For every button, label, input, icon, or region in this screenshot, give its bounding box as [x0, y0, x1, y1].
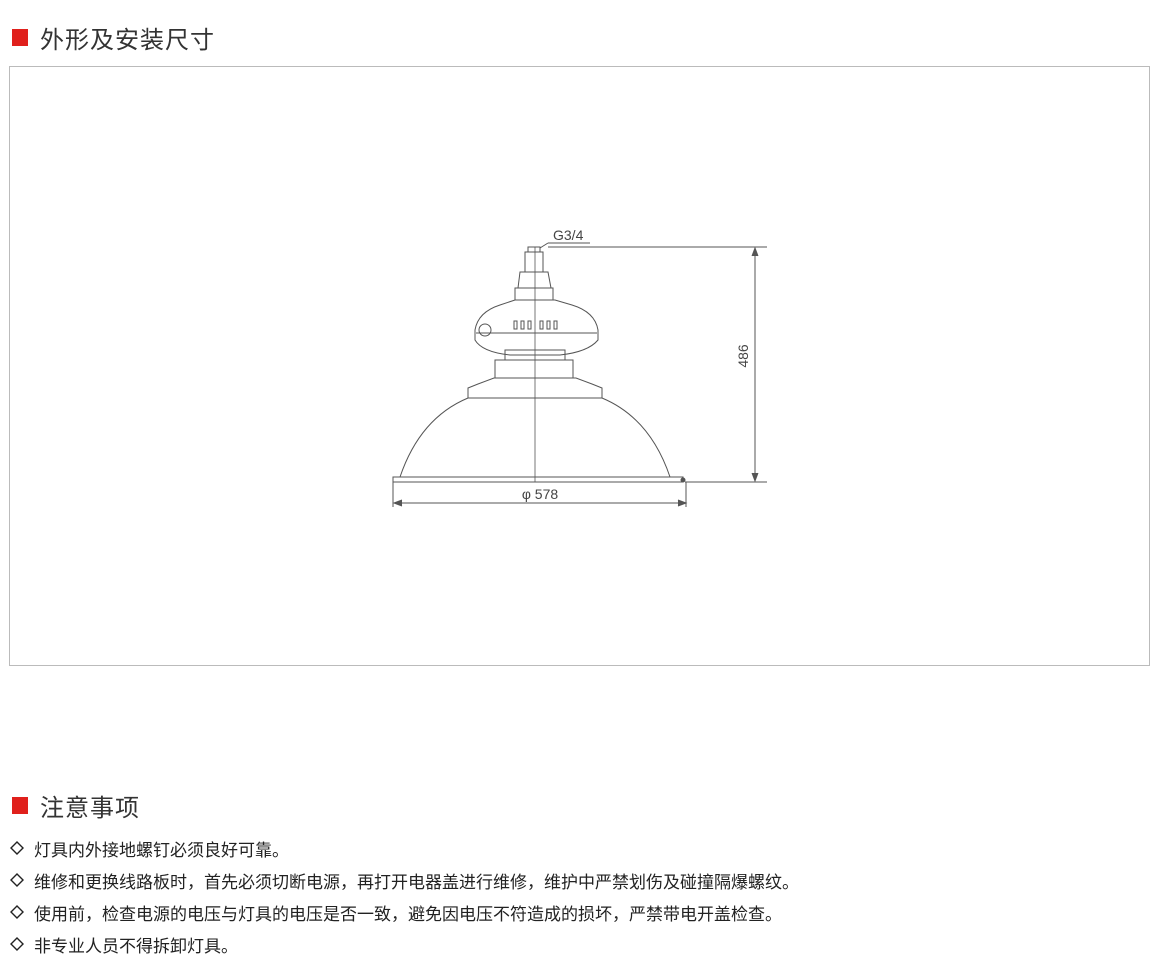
note-text: 维修和更换线路板时，首先必须切断电源，再打开电器盖进行维修，维护中严禁划伤及碰撞…: [34, 872, 799, 893]
section-heading-notes: 注意事项: [12, 788, 140, 823]
list-item: 使用前，检查电源的电压与灯具的电压是否一致，避免因电压不符造成的损坏，严禁带电开…: [10, 896, 799, 928]
red-square-marker: [12, 29, 28, 46]
cable-gland: [517, 271, 552, 289]
ground-screw-icon: [680, 477, 686, 483]
list-item: 维修和更换线路板时，首先必须切断电源，再打开电器盖进行维修，维护中严禁划伤及碰撞…: [10, 864, 799, 896]
drawing-frame: [9, 66, 1150, 666]
list-item: 非专业人员不得拆卸灯具。: [10, 928, 799, 960]
diameter-label: φ 578: [522, 486, 559, 502]
diamond-bullet-icon: [10, 905, 24, 919]
arrow-icon: [751, 246, 759, 257]
arrow-icon: [751, 472, 759, 483]
red-square-marker: [12, 797, 28, 814]
section-heading-dimensions: 外形及安装尺寸: [12, 20, 215, 55]
note-text: 灯具内外接地螺钉必须良好可靠。: [34, 840, 289, 861]
neck-collar: [494, 359, 574, 379]
housing: [474, 299, 599, 356]
side-clamp-icon: [478, 323, 492, 337]
gland-top: [527, 246, 541, 253]
cooling-fins: [513, 320, 558, 330]
arrow-icon: [392, 499, 403, 507]
diamond-bullet-icon: [10, 841, 24, 855]
arrow-icon: [677, 499, 688, 507]
note-text: 使用前，检查电源的电压与灯具的电压是否一致，避免因电压不符造成的损坏，严禁带电开…: [34, 904, 782, 925]
section-title: 注意事项: [40, 794, 140, 822]
leader-line: [539, 242, 549, 249]
note-text: 非专业人员不得拆卸灯具。: [34, 936, 238, 957]
height-label: 486: [735, 344, 751, 368]
notes-list: 灯具内外接地螺钉必须良好可靠。 维修和更换线路板时，首先必须切断电源，再打开电器…: [10, 832, 799, 960]
section-title: 外形及安装尺寸: [40, 26, 215, 54]
diamond-bullet-icon: [10, 937, 24, 951]
list-item: 灯具内外接地螺钉必须良好可靠。: [10, 832, 799, 864]
thread-label: G3/4: [553, 227, 584, 243]
diamond-bullet-icon: [10, 873, 24, 887]
lamp-rim: [392, 476, 684, 483]
top-cylinder: [514, 287, 554, 301]
gland-nut: [524, 251, 544, 273]
